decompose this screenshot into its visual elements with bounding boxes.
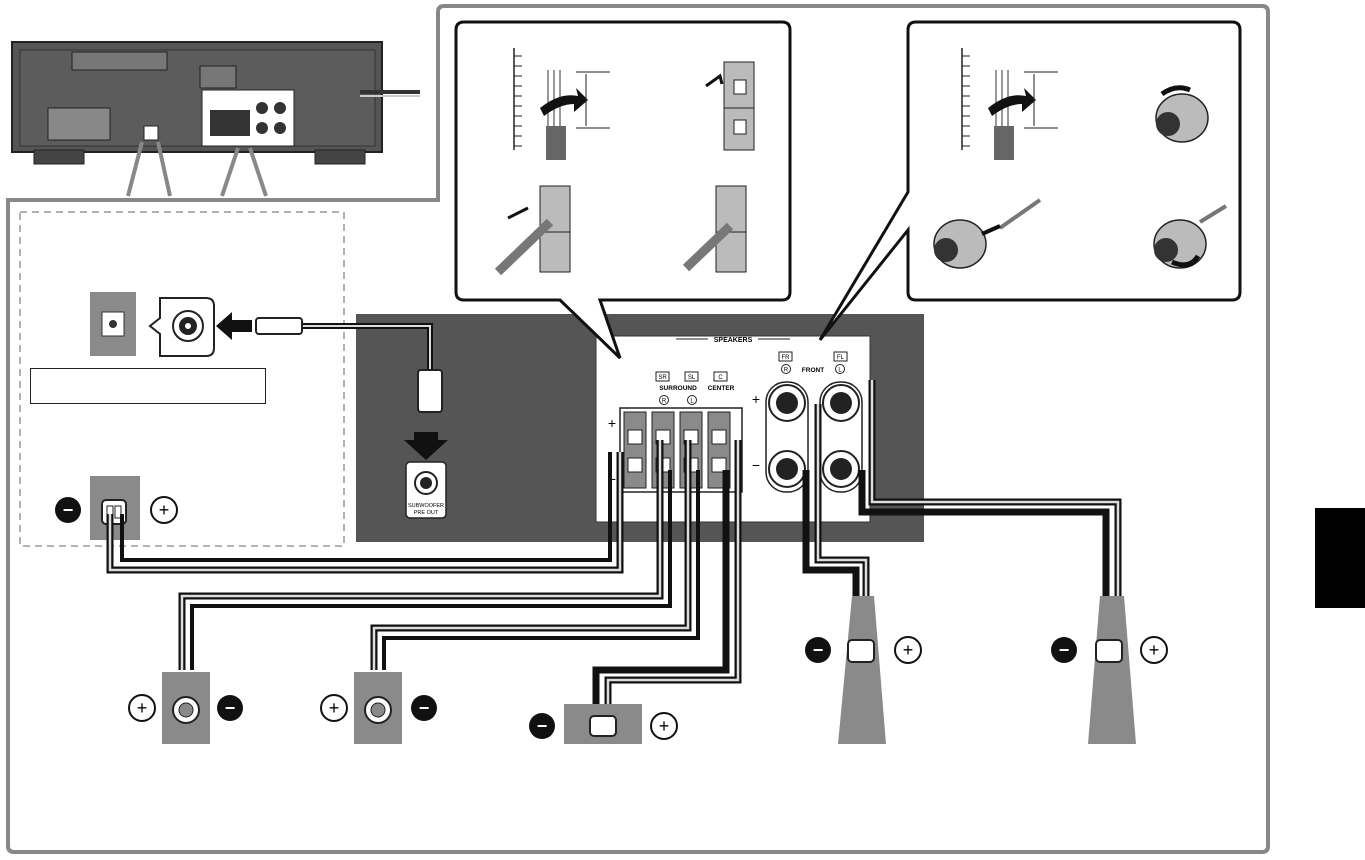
- minus-icon: −: [537, 716, 548, 736]
- minus-icon: −: [813, 640, 824, 660]
- rca-cable: [255, 317, 443, 413]
- channel-badge-fl: FL: [833, 351, 848, 362]
- plus-icon: +: [1149, 640, 1160, 660]
- speaker-cables: [106, 380, 1122, 718]
- front-r-mark: R: [784, 368, 789, 374]
- subwoofer-pre-out-jack: SUBWOOFER PRE OUT: [405, 461, 447, 519]
- callout-binding-post-instructions: [818, 20, 1242, 341]
- channel-badge-sr: SR: [655, 371, 670, 382]
- speaker-front-right: [838, 596, 886, 744]
- speaker-surround-right: [162, 672, 210, 744]
- panel-plus-front: +: [752, 391, 760, 407]
- plus-icon: +: [137, 698, 148, 718]
- panel-minus-front: −: [752, 457, 760, 473]
- terminal-symbols: − + + − + − − + − + − +: [55, 496, 1168, 740]
- minus-icon: −: [63, 500, 74, 520]
- callout-connector-right: [220, 147, 268, 197]
- subwoofer-label-box: [30, 368, 266, 404]
- channel-badge-c: C: [713, 371, 728, 382]
- subwoofer-pre-out-label-1: SUBWOOFER: [408, 503, 444, 509]
- surround-r-mark: R: [662, 399, 667, 405]
- subwoofer-input-callout: [90, 292, 252, 357]
- plus-icon: +: [159, 500, 170, 520]
- minus-icon: −: [1059, 640, 1070, 660]
- svg-text:FR: FR: [782, 355, 791, 361]
- svg-text:SR: SR: [658, 375, 667, 381]
- callout-connector-left: [126, 141, 172, 197]
- channel-badge-sl: SL: [684, 371, 699, 382]
- front-l-mark: L: [838, 368, 842, 374]
- surround-l-mark: L: [690, 399, 694, 405]
- callout-spring-terminal-instructions: [454, 20, 792, 360]
- subwoofer-speaker-terminal-unit: [90, 476, 140, 540]
- speaker-center: [564, 704, 642, 744]
- outer-frame: [6, 3, 1270, 854]
- minus-icon: −: [419, 698, 430, 718]
- subwoofer-dashed-region: [19, 211, 345, 547]
- surround-label: SURROUND: [659, 385, 697, 392]
- svg-text:SL: SL: [688, 375, 696, 381]
- panel-plus-left: +: [608, 415, 616, 431]
- page-edge-tab: [1315, 508, 1365, 608]
- plus-icon: +: [329, 698, 340, 718]
- minus-icon: −: [225, 698, 236, 718]
- plus-icon: +: [659, 716, 670, 736]
- arrow-down-icon: [404, 432, 448, 460]
- speaker-front-left: [1088, 596, 1136, 744]
- subwoofer-pre-out-label-2: PRE OUT: [414, 510, 439, 516]
- svg-text:C: C: [718, 375, 723, 381]
- svg-text:FL: FL: [837, 355, 845, 361]
- center-label: CENTER: [708, 385, 735, 392]
- receiver-rear-thumbnail: [11, 41, 420, 165]
- front-label: FRONT: [802, 367, 824, 374]
- front-binding-posts: [765, 381, 863, 493]
- speakers-title: SPEAKERS: [714, 337, 753, 344]
- plus-icon: +: [903, 640, 914, 660]
- channel-badge-fr: FR: [778, 351, 793, 362]
- speaker-surround-left: [354, 672, 402, 744]
